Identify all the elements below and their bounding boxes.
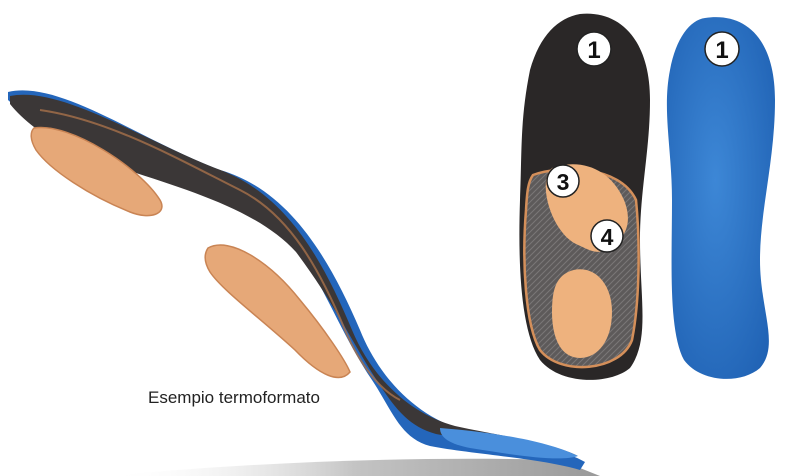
label-text: 3 — [557, 169, 570, 195]
caption-text: Esempio termoformato — [148, 388, 320, 408]
label-badge-3: 3 — [547, 165, 579, 197]
insole-top-view — [519, 14, 650, 380]
label-text: 1 — [587, 37, 600, 64]
label-badge-1-right: 1 — [705, 32, 739, 66]
label-text: 4 — [601, 224, 614, 250]
floor-shadow — [110, 459, 600, 476]
label-badge-4: 4 — [591, 220, 623, 252]
thermoformed-insole-side-view — [8, 90, 585, 470]
label-text: 1 — [715, 37, 728, 64]
arch-padding — [205, 245, 350, 377]
insole-blue-base-top-view — [667, 17, 775, 379]
heel-pad-top — [552, 269, 612, 358]
insole-toe-tip — [440, 428, 578, 458]
label-badge-1-left: 1 — [577, 32, 611, 66]
